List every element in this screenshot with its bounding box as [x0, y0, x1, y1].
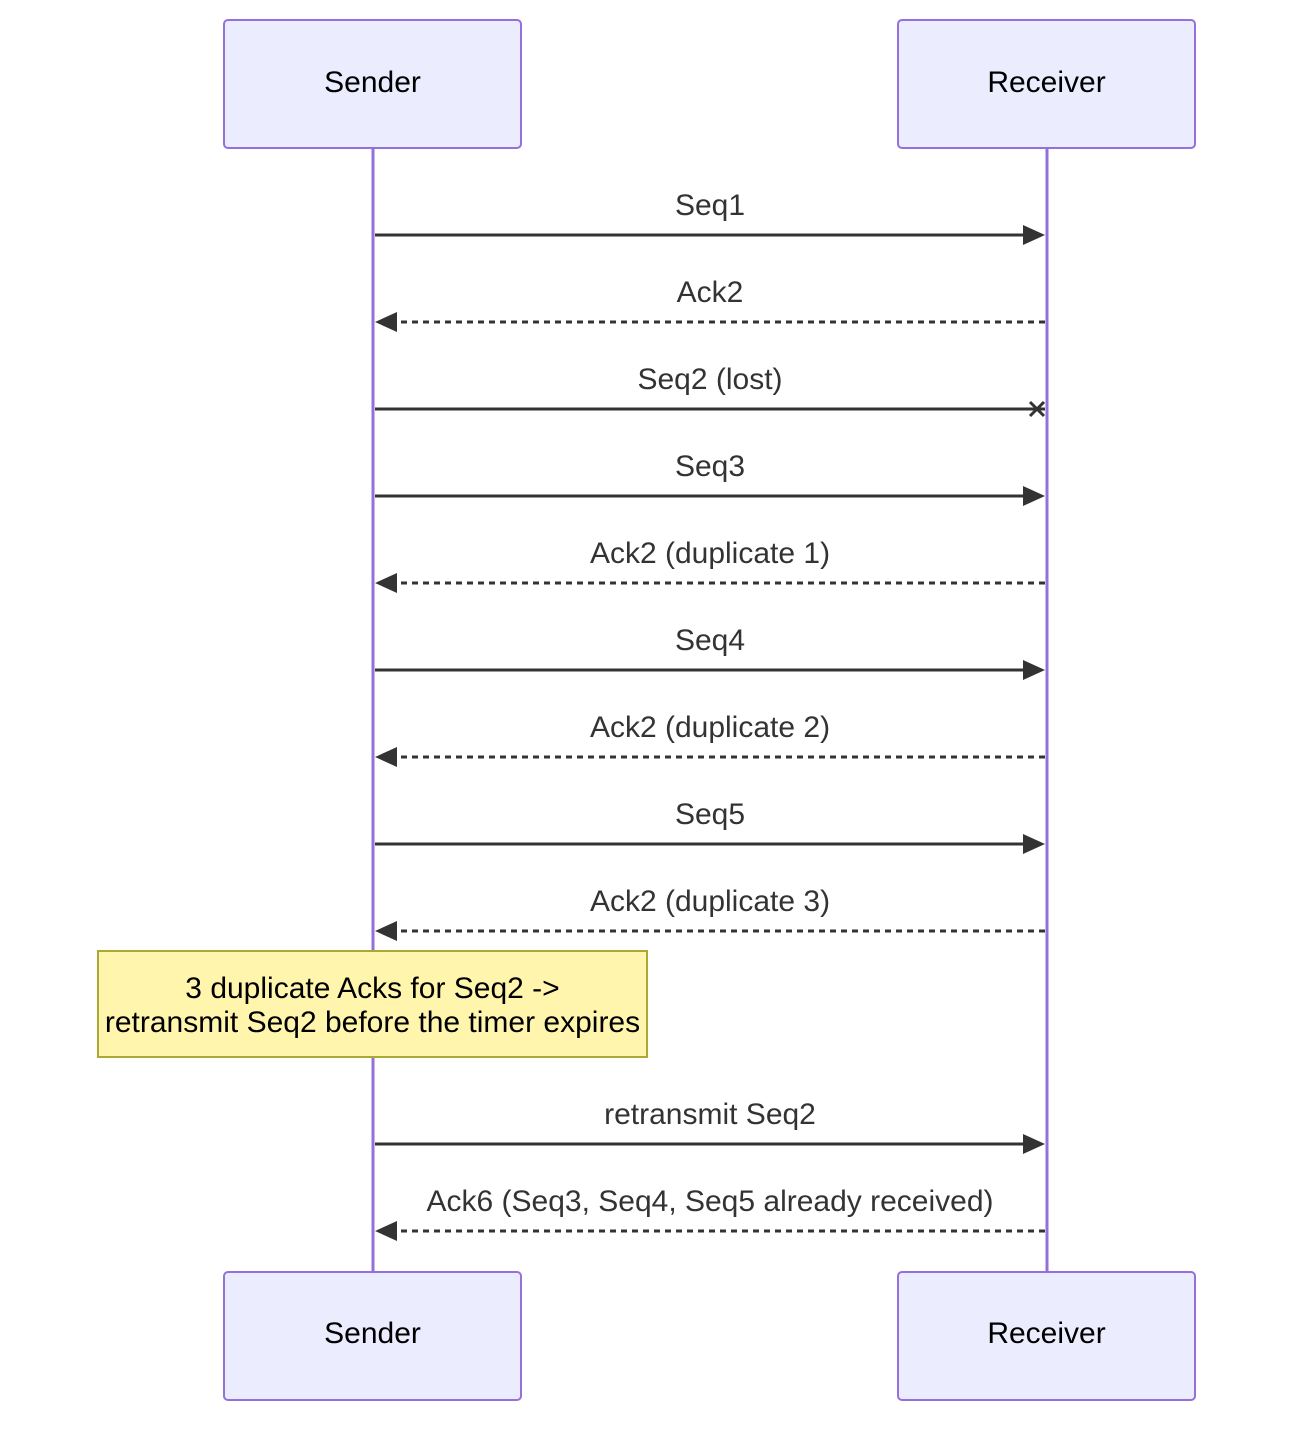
arrowhead — [375, 747, 397, 767]
arrowhead — [375, 573, 397, 593]
message-9: Ack2 (duplicate 3) — [375, 885, 1045, 941]
message-label: Seq5 — [675, 798, 745, 831]
message-label: Ack2 — [677, 276, 744, 309]
arrowhead — [1023, 486, 1045, 506]
arrowhead — [375, 1221, 397, 1241]
note: 3 duplicate Acks for Seq2 -> retransmit … — [97, 950, 648, 1058]
message-label: Ack2 (duplicate 2) — [590, 711, 830, 744]
message-label: Ack2 (duplicate 3) — [590, 885, 830, 918]
message-label: Seq2 (lost) — [637, 363, 782, 396]
arrowhead — [1023, 1134, 1045, 1154]
message-11: Ack6 (Seq3, Seq4, Seq5 already received) — [375, 1185, 1045, 1241]
receiver-actor-bottom: Receiver — [897, 1271, 1196, 1401]
message-label: Seq1 — [675, 189, 745, 222]
sender-actor-top-label: Sender — [324, 66, 421, 99]
message-label: Seq3 — [675, 450, 745, 483]
receiver-actor-bottom-label: Receiver — [987, 1317, 1105, 1350]
message-4: Seq3 — [375, 450, 1045, 506]
arrowhead — [1023, 225, 1045, 245]
arrowhead — [1023, 660, 1045, 680]
message-8: Seq5 — [375, 798, 1045, 854]
note-line-2: retransmit Seq2 before the timer expires — [105, 1006, 640, 1039]
lost-cross-icon — [1028, 400, 1046, 418]
message-label: Seq4 — [675, 624, 745, 657]
receiver-actor-top: Receiver — [897, 19, 1196, 149]
message-1: Seq1 — [375, 189, 1045, 245]
arrowhead — [375, 921, 397, 941]
message-10: retransmit Seq2 — [375, 1098, 1045, 1154]
message-label: Ack6 (Seq3, Seq4, Seq5 already received) — [427, 1185, 994, 1218]
arrowhead — [375, 312, 397, 332]
sender-actor-bottom: Sender — [223, 1271, 522, 1401]
receiver-actor-top-label: Receiver — [987, 66, 1105, 99]
message-5: Ack2 (duplicate 1) — [375, 537, 1045, 593]
message-6: Seq4 — [375, 624, 1045, 680]
message-3: Seq2 (lost) — [375, 363, 1046, 418]
note-line-1: 3 duplicate Acks for Seq2 -> — [185, 972, 559, 1005]
arrowhead — [1023, 834, 1045, 854]
message-label: Ack2 (duplicate 1) — [590, 537, 830, 570]
message-7: Ack2 (duplicate 2) — [375, 711, 1045, 767]
sender-actor-bottom-label: Sender — [324, 1317, 421, 1350]
sender-actor-top: Sender — [223, 19, 522, 149]
note-box — [97, 950, 648, 1058]
message-label: retransmit Seq2 — [604, 1098, 816, 1131]
message-2: Ack2 — [375, 276, 1045, 332]
